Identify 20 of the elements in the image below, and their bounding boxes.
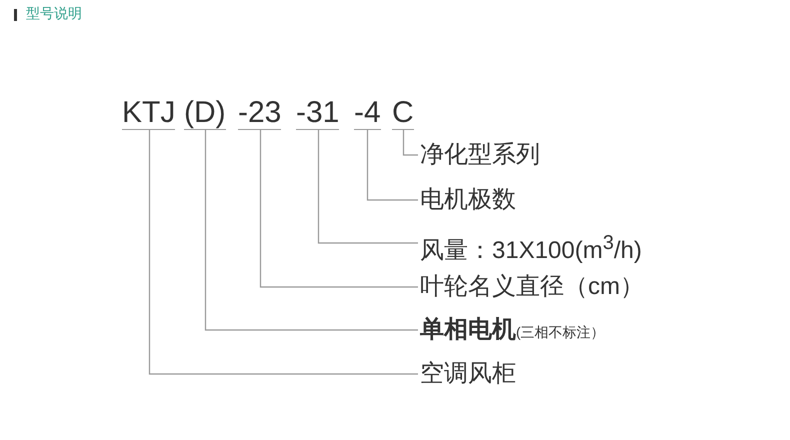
leader-line bbox=[204, 130, 418, 331]
leader-line bbox=[318, 130, 418, 244]
description: 空调风柜 bbox=[420, 359, 516, 389]
leader-line bbox=[148, 130, 418, 375]
description: 单相电机 bbox=[420, 316, 516, 343]
leader-line bbox=[402, 130, 418, 156]
underlined-code-part: C bbox=[392, 97, 414, 130]
description: 叶轮名义直径（cm） bbox=[420, 272, 644, 302]
underlined-code-part: -4 bbox=[354, 97, 381, 130]
underlined-code-part: (D) bbox=[184, 97, 226, 130]
description: 风量：31X100(m$^{3}$/h) bbox=[420, 228, 642, 266]
underlined-code-part: -23 bbox=[238, 97, 282, 130]
title: 型号说明 bbox=[26, 5, 82, 23]
note: (三相不标注） bbox=[516, 324, 605, 340]
leader-line bbox=[366, 130, 418, 201]
leader-line bbox=[260, 130, 418, 288]
underlined-code-part: -31 bbox=[296, 97, 340, 130]
description: 净化型系列 bbox=[420, 140, 540, 170]
description: 电机极数 bbox=[420, 185, 516, 215]
underlined-code-part: KTJ bbox=[122, 97, 176, 130]
